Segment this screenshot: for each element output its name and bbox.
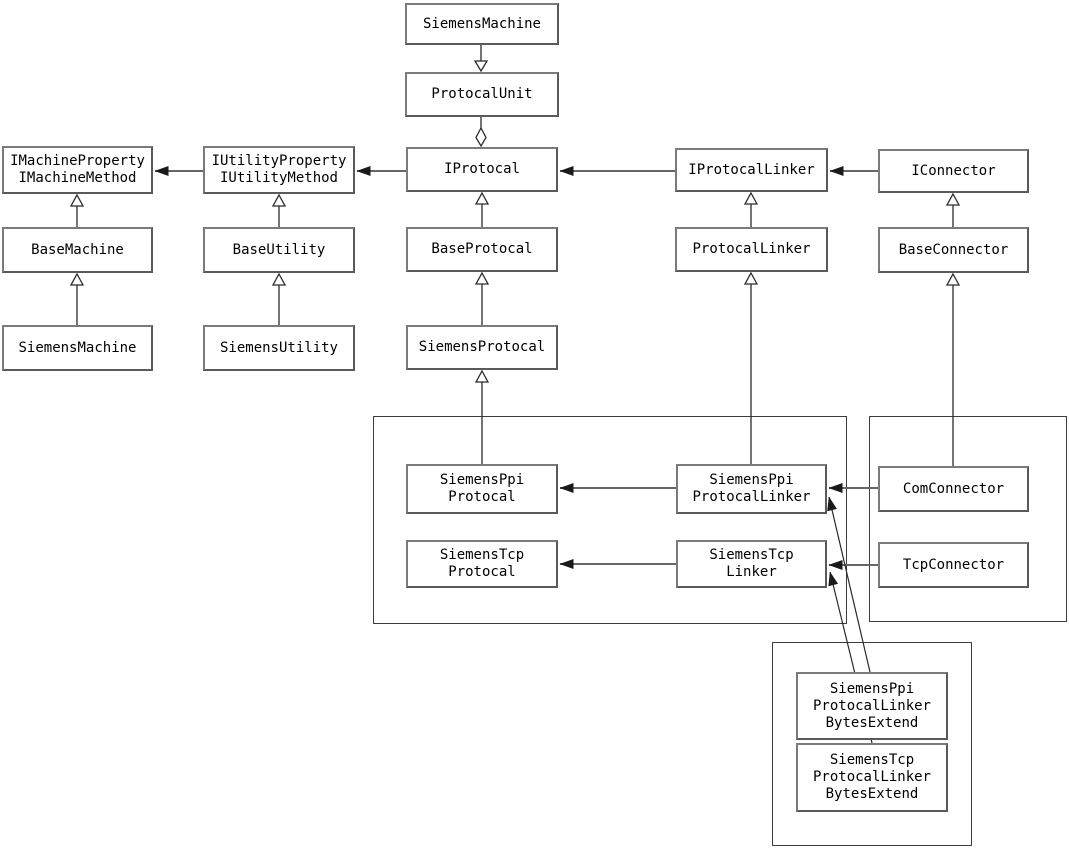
aggregation-diamond-icon (475, 126, 487, 148)
generalization-arrow-icon (945, 272, 961, 286)
class-box-basemachine: BaseMachine (2, 227, 153, 273)
class-box-siemensmachine: SiemensMachine (2, 325, 153, 371)
class-box-siemensmachine-top: SiemensMachine (405, 3, 559, 45)
class-box-siemensutility: SiemensUtility (203, 325, 355, 371)
group-box-siemens-protocal-cluster (373, 416, 847, 624)
generalization-arrow-down-icon (473, 60, 489, 73)
class-box-imachineproperty: IMachineProperty IMachineMethod (2, 146, 153, 194)
class-box-baseprotocal: BaseProtocal (406, 227, 558, 272)
class-box-comconnector: ComConnector (878, 466, 1029, 512)
class-box-baseutility: BaseUtility (203, 227, 355, 273)
class-box-siemenstcp-linker: SiemensTcp Linker (676, 540, 827, 588)
generalization-arrow-icon (743, 271, 759, 285)
class-box-protocallinker: ProtocalLinker (675, 227, 828, 272)
generalization-arrow-icon (474, 271, 490, 285)
class-box-siemenstcp-protocallinker-bytesextend: SiemensTcp ProtocalLinker BytesExtend (796, 743, 948, 812)
group-box-bytes-extend-cluster (772, 642, 972, 846)
generalization-arrow-icon (743, 191, 759, 205)
class-box-siemensppi-protocal: SiemensPpi Protocal (406, 464, 558, 514)
class-box-iprotocal: IProtocal (406, 147, 558, 192)
class-box-siemensprotocal: SiemensProtocal (406, 325, 558, 370)
class-box-iconnector: IConnector (878, 149, 1029, 193)
class-box-tcpconnector: TcpConnector (878, 542, 1029, 588)
class-box-baseconnector: BaseConnector (878, 227, 1029, 273)
class-box-siemenstcp-protocal: SiemensTcp Protocal (406, 540, 558, 588)
class-box-siemensppi-protocallinker: SiemensPpi ProtocalLinker (676, 464, 827, 514)
generalization-arrow-icon (474, 191, 490, 205)
generalization-arrow-icon (69, 193, 85, 207)
generalization-arrow-icon (69, 272, 85, 286)
class-box-iutilityproperty: IUtilityProperty IUtilityMethod (203, 146, 355, 194)
generalization-arrow-icon (271, 272, 287, 286)
class-box-siemensppi-protocallinker-bytesextend: SiemensPpi ProtocalLinker BytesExtend (796, 672, 948, 740)
class-box-protocalunit: ProtocalUnit (405, 72, 559, 117)
generalization-arrow-icon (474, 369, 490, 383)
generalization-arrow-icon (945, 192, 961, 206)
edge-ppibytesextend-ppilinker (827, 496, 871, 673)
class-box-iprotocallinker: IProtocalLinker (675, 148, 828, 192)
group-box-connector-cluster (869, 416, 1067, 622)
generalization-arrow-icon (271, 193, 287, 207)
